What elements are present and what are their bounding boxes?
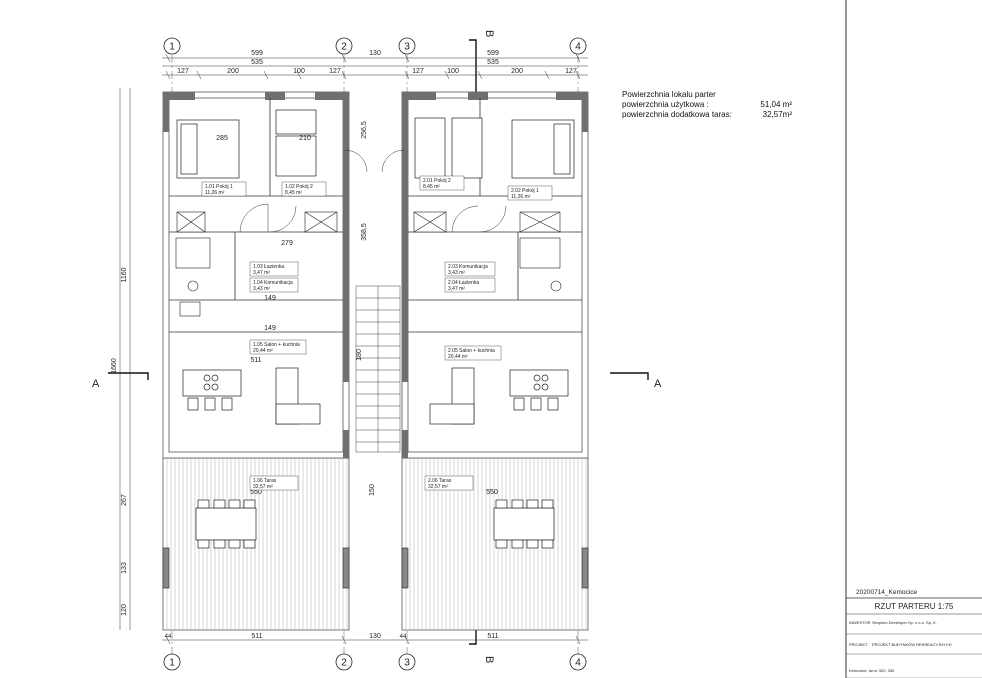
room-area: 3,43 m²: [253, 286, 270, 292]
section-a-markers: [108, 372, 649, 380]
dim-left-building: 1160: [121, 267, 128, 282]
drawing-title: RZUT PARTERU 1:75: [875, 602, 954, 611]
dim-part: 127: [177, 68, 189, 75]
room-area: 32,57 m²: [428, 484, 448, 490]
section-b-label-bottom: B: [483, 656, 495, 663]
room-area: 3,43 m²: [448, 270, 465, 276]
room-name: 1.06 Taras: [253, 478, 277, 484]
room-name: 2.01 Pokój 2: [423, 178, 451, 184]
location: Kemocice, dz.nr 320, 330: [849, 668, 895, 673]
room-tags-left: 1.01 Pokój 1 11,26 m² 1.02 Pokój 2 8,45 …: [201, 181, 327, 491]
dim-bottom-small: 44: [165, 634, 172, 640]
room-area: 8,45 m²: [423, 184, 440, 190]
room-area: 3,47 m²: [448, 286, 465, 292]
room-dim: 180: [356, 349, 363, 361]
terrace-table-right: [493, 499, 555, 549]
dim-left-part: 133: [121, 562, 128, 574]
dim-part: 127: [329, 68, 341, 75]
dim-part: 200: [511, 68, 523, 75]
axis-label-4-bottom: 4: [575, 658, 581, 669]
area-row: powierzchnia użytkowa : 51,04 m²: [622, 100, 792, 110]
dim-top-right: 599: [487, 50, 499, 57]
area-summary: Powierzchnia lokalu parter powierzchnia …: [622, 90, 792, 120]
dim-part: 100: [293, 68, 305, 75]
dim-part: 200: [227, 68, 239, 75]
dim-left-part: 120: [121, 604, 128, 616]
axis-label-4: 4: [575, 42, 581, 53]
dim-part: 127: [412, 68, 424, 75]
room-dim: 358,5: [361, 223, 368, 241]
dim-part: 100: [447, 68, 459, 75]
room-name: 1.01 Pokój 1: [205, 184, 233, 190]
dim-bottom-right: 511: [487, 633, 498, 640]
room-name: 2.05 Salon + kuchnia: [448, 348, 495, 354]
room-dim: 279: [281, 240, 293, 247]
axis-label-1: 1: [169, 42, 175, 53]
project-key: PROJEKT: [849, 642, 868, 647]
dim-top-gap: 130: [369, 50, 381, 57]
area-label: powierzchnia użytkowa :: [622, 100, 709, 109]
room-name: 2.03 Komunikacja: [448, 264, 488, 270]
dim-mid-right: 535: [487, 59, 499, 66]
dim-mid-left: 535: [251, 59, 263, 66]
project-code: 20200714_Kemocice: [856, 589, 917, 596]
room-name: 2.02 Pokój 1: [511, 188, 539, 194]
terrace-width-left: 550: [250, 489, 262, 496]
room-dim: 149: [264, 325, 276, 332]
area-row: powierzchnia dodatkowa taras: 32,57m²: [622, 110, 792, 120]
room-area: 32,57 m²: [253, 484, 273, 490]
room-area: 20,44 m²: [253, 348, 273, 354]
area-value: 51,04 m²: [760, 100, 792, 109]
room-dim: 256,5: [361, 121, 368, 139]
room-dim: 210: [299, 135, 311, 142]
terrace-width-right: 550: [486, 489, 498, 496]
section-b-label-top: B: [483, 30, 495, 37]
room-dim: 511: [250, 357, 261, 364]
axis-label-2-bottom: 2: [341, 658, 347, 669]
investor-key: INWESTOR: [849, 620, 871, 625]
axis-label-1-bottom: 1: [169, 658, 175, 669]
room-area: 11,26 m²: [205, 190, 225, 196]
room-name: 1.05 Salon + kuchnia: [253, 342, 300, 348]
room-name: 1.02 Pokój 2: [285, 184, 313, 190]
section-a-label-right: A: [654, 378, 662, 390]
area-value: 32,57m²: [762, 110, 792, 119]
project-value: PROJEKT BUDYNKÓW REKREACYJNYCH: [872, 642, 952, 647]
room-area: 11,26 m²: [511, 194, 531, 200]
room-dim: 149: [264, 295, 276, 302]
axis-label-3-bottom: 3: [404, 658, 410, 669]
dim-bottom-left: 511: [251, 633, 262, 640]
dim-left-total: 1660: [111, 358, 118, 374]
room-name: 2.06 Taras: [428, 478, 452, 484]
axis-label-3: 3: [404, 42, 410, 53]
axis-label-2: 2: [341, 42, 347, 53]
title-block: 20200714_Kemocice RZUT PARTERU 1:75 INWE…: [846, 589, 982, 678]
investor-value: Simplum Developer Sp. z o.o. Sp. K.: [872, 620, 937, 625]
room-area: 3,47 m²: [253, 270, 270, 276]
room-area: 20,44 m²: [448, 354, 468, 360]
area-label: powierzchnia dodatkowa taras:: [622, 110, 732, 119]
room-name: 1.04 Komunikacja: [253, 280, 293, 286]
room-tags-right: 2.01 Pokój 2 8,45 m² 2.02 Pokój 1 11,26 …: [419, 175, 553, 491]
dim-left-part: 267: [121, 494, 128, 506]
room-name: 2.04 Łazienka: [448, 280, 479, 286]
dim-bottom-small: 44: [400, 634, 407, 640]
dim-bottom-gap: 130: [369, 633, 381, 640]
room-name: 1.03 Łazienka: [253, 264, 284, 270]
room-area: 8,45 m²: [285, 190, 302, 196]
section-a-label-left: A: [92, 378, 100, 390]
dim-top-left: 599: [251, 50, 263, 57]
axis-bubbles-bottom: 1 2 3 4: [163, 653, 587, 671]
room-dim: 285: [216, 135, 228, 142]
dim-part: 127: [565, 68, 577, 75]
terrace-table-left: [195, 499, 257, 549]
axis-bubbles-top: 1 2 3 4: [163, 37, 587, 55]
area-summary-heading: Powierzchnia lokalu parter: [622, 90, 716, 99]
room-dim: 150: [369, 484, 376, 496]
